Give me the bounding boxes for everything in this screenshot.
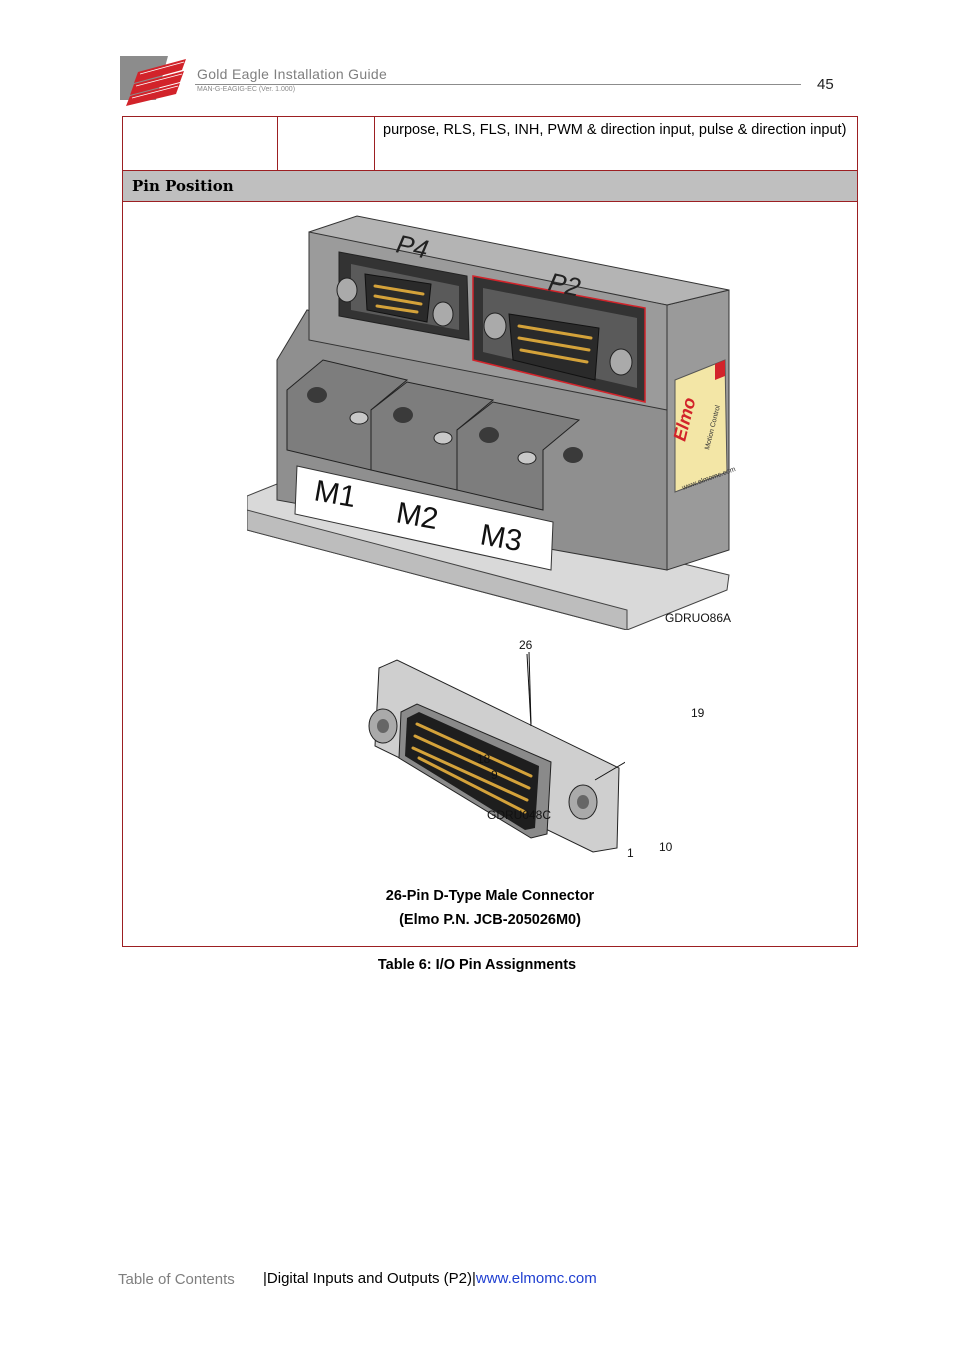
footer-separator: | <box>472 1270 476 1287</box>
figure-caption-line2: (Elmo P.N. JCB-205026M0) <box>399 912 581 928</box>
figure-code: GDRUO86A <box>665 611 731 625</box>
footer-separator: | <box>263 1270 267 1287</box>
p4-label: P4 <box>394 229 431 265</box>
pin-18-label: 18 <box>477 752 491 766</box>
section-header: Pin Position <box>132 177 234 195</box>
m3-label: M3 <box>478 518 525 558</box>
toc-link[interactable]: Table of Contents <box>118 1271 235 1288</box>
table-caption: Table 6: I/O Pin Assignments <box>377 957 577 973</box>
page-number: 45 <box>817 76 834 93</box>
pin-position-cell: P4 P2 <box>123 202 857 946</box>
io-pin-table: purpose, RLS, FLS, INH, PWM & direction … <box>122 116 858 947</box>
figure-code-bottom: GDRU048C <box>487 808 552 822</box>
table-cell <box>123 117 278 170</box>
pin-26-label: 26 <box>519 638 533 652</box>
document-title: Gold Eagle Installation Guide <box>197 66 388 82</box>
website-link[interactable]: www.elmomc.com <box>475 1270 597 1287</box>
table-row: purpose, RLS, FLS, INH, PWM & direction … <box>123 117 857 171</box>
footer-section-title: Digital Inputs and Outputs (P2) <box>266 1270 473 1287</box>
pin-19-label: 19 <box>691 706 705 720</box>
footer-section: |Digital Inputs and Outputs (P2)|www.elm… <box>263 1270 597 1287</box>
continued-description: purpose, RLS, FLS, INH, PWM & direction … <box>383 122 847 138</box>
elmo-logo-icon <box>120 56 190 106</box>
d-sub-connector-illustration: 26 19 18 9 GDRU048C 1 10 <box>355 638 704 868</box>
m1-label: M1 <box>312 474 359 514</box>
header-rule <box>195 84 801 85</box>
figure-caption-line1: 26-Pin D-Type Male Connector <box>385 888 595 904</box>
section-header-row: Pin Position <box>123 171 857 202</box>
pin-9-label: 9 <box>491 768 498 782</box>
m2-label: M2 <box>394 496 441 536</box>
table-cell <box>278 117 375 170</box>
pin-1-label: 1 <box>627 846 634 860</box>
document-id: MAN-G-EAGIG-EC (Ver. 1.000) <box>197 86 296 93</box>
pin-10-label: 10 <box>659 840 673 854</box>
p2-label: P2 <box>546 267 584 303</box>
drive-illustration: P4 P2 <box>246 210 737 631</box>
